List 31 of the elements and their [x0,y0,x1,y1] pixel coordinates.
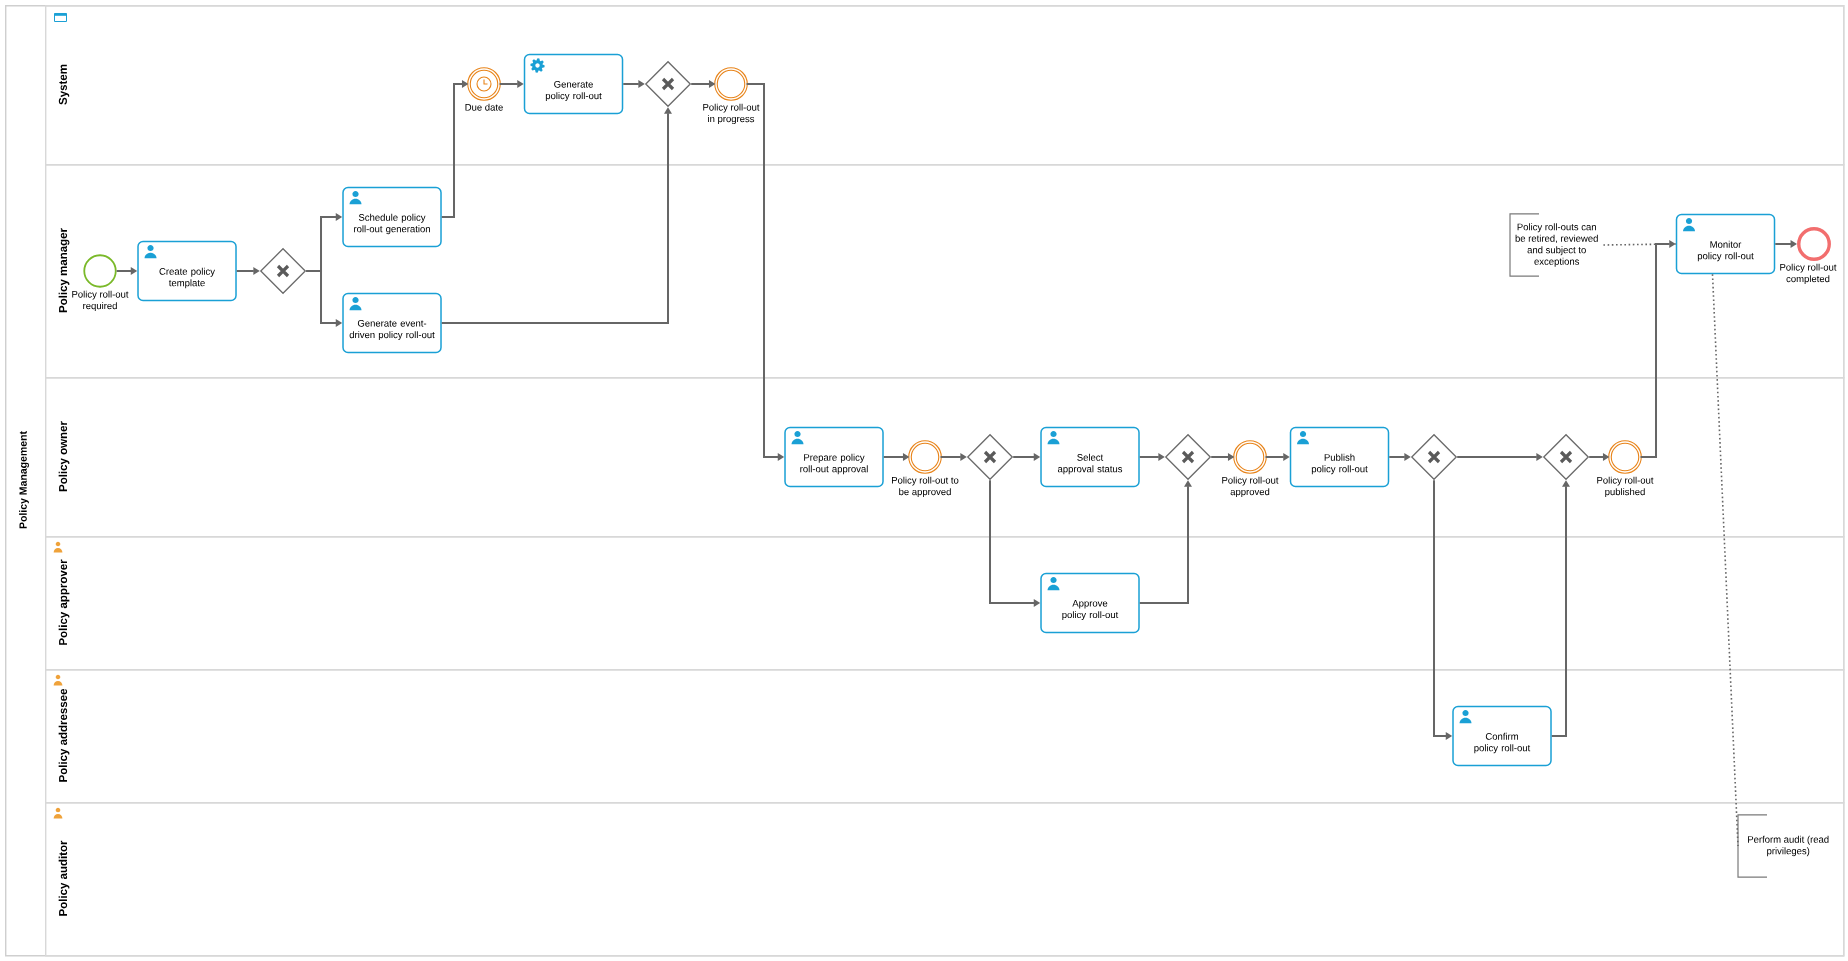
dotted-line [1602,243,1677,246]
task-box: Publish policy roll-out [1289,426,1390,488]
event-label: Policy roll-out in progress [703,103,760,125]
task-box: Create policy template [137,240,237,302]
task-box: Generate event-driven policy roll-out [342,292,442,354]
event-label: Policy roll-out to be approved [892,476,959,498]
event-label: Due date [465,103,503,111]
text-annotation: Perform audit (read privileges) [1737,814,1829,878]
task-box: Approve policy roll-out [1040,572,1140,634]
event-label: Policy roll-out approved [1222,476,1279,498]
arrow [440,107,672,324]
arrow [1550,480,1570,737]
arrow [1388,453,1411,461]
dotted-line [1711,273,1739,847]
task-box: Prepare policy roll-out approval [784,426,884,488]
task-box: Select approval status [1040,426,1140,488]
task-box: Monitor policy roll-out [1675,213,1776,275]
task-box: Schedule policy roll-out generation [342,186,442,248]
event-label: Policy roll-out required [72,290,129,312]
text-annotation: Policy roll-outs can be retired, reviewed and subject to exceptions [1509,213,1598,277]
arrow [939,453,967,461]
arrow [1138,480,1192,604]
task-box: Confirm policy roll-out [1452,705,1552,767]
arrow [622,80,645,88]
arrow [1456,453,1543,461]
task-box: Generate policy roll-out [523,53,624,115]
event-label: Policy roll-out published [1597,476,1654,498]
arrow [1774,240,1797,248]
arrow [235,267,260,275]
event-label: Policy roll-out completed [1780,263,1837,285]
arrow [1138,453,1165,461]
